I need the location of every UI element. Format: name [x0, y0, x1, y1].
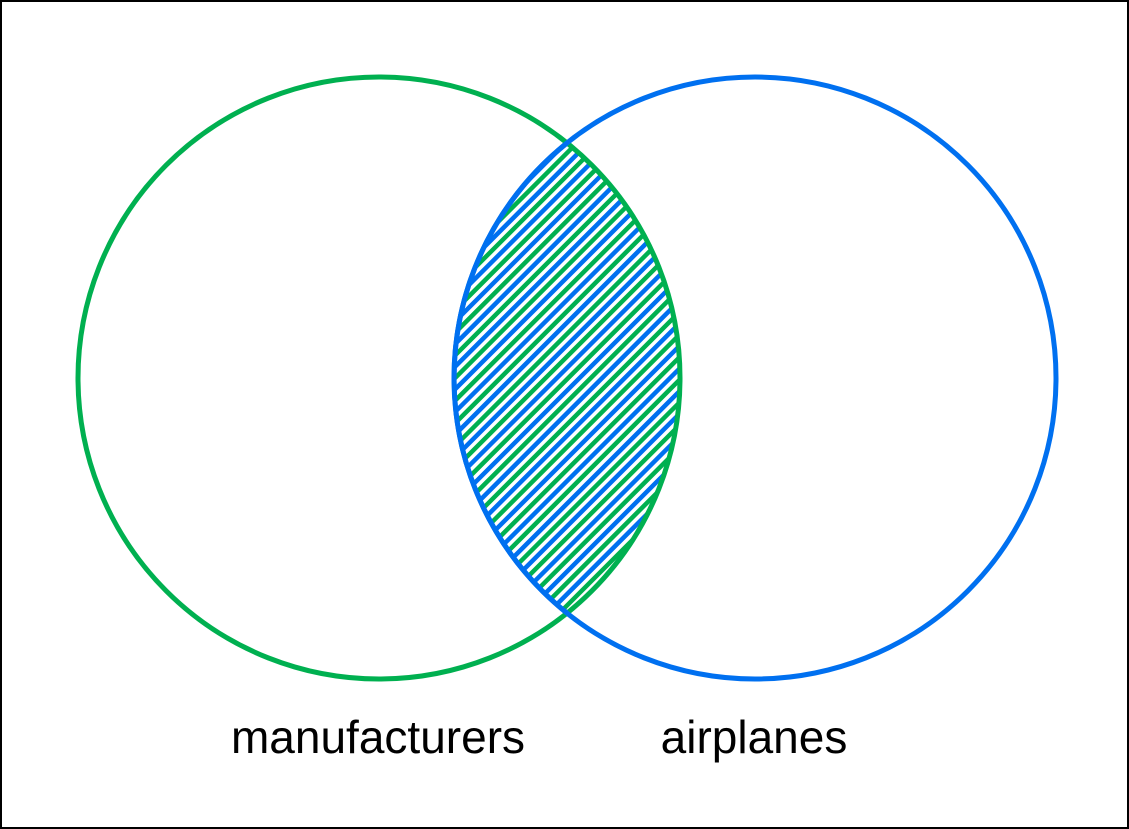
intersection-outline-blue [451, 141, 569, 615]
manufacturers-circle [75, 74, 683, 682]
intersection-hatch [454, 77, 680, 679]
airplanes-label: airplanes [660, 711, 848, 763]
manufacturers-label: manufacturers [230, 711, 526, 763]
